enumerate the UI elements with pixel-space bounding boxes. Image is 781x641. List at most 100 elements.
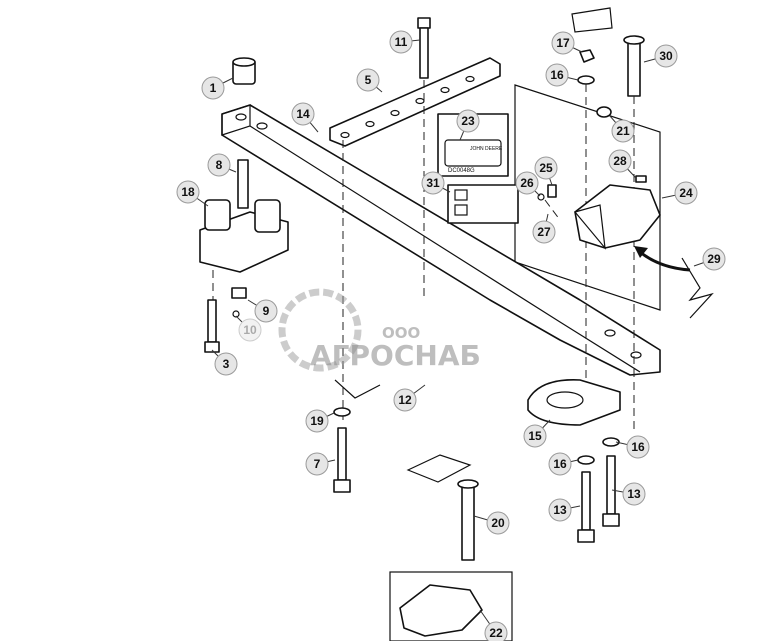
washer-16-right bbox=[602, 437, 620, 447]
callout-label: 19 bbox=[310, 414, 324, 428]
callout-20: 20 bbox=[473, 511, 510, 535]
callout-circle bbox=[456, 109, 480, 133]
callout-label: 14 bbox=[296, 107, 310, 121]
callout-1: 1 bbox=[201, 76, 234, 100]
drawbar bbox=[221, 104, 661, 376]
callout-13: 13 bbox=[611, 482, 646, 506]
callout-circle bbox=[305, 452, 329, 476]
inset-hitch-22 bbox=[389, 571, 513, 641]
callout-circle bbox=[356, 68, 380, 92]
callout-label: 16 bbox=[553, 457, 567, 471]
callout-15: 15 bbox=[523, 419, 551, 448]
callout-label: 18 bbox=[181, 185, 195, 199]
callout-label: 5 bbox=[365, 73, 372, 87]
bushing bbox=[232, 57, 256, 85]
callout-16: 16 bbox=[545, 63, 579, 87]
clip-21 bbox=[596, 106, 612, 118]
washer-16-left bbox=[577, 455, 595, 465]
callout-27: 27 bbox=[532, 213, 556, 244]
callout-label: 11 bbox=[395, 35, 408, 49]
callout-29: 29 bbox=[693, 247, 726, 271]
pin-25 bbox=[547, 184, 557, 198]
decal-code: DC0048G bbox=[448, 168, 475, 174]
callout-label: 28 bbox=[613, 154, 627, 168]
callout-circle bbox=[626, 435, 650, 459]
screw-28 bbox=[635, 175, 647, 183]
callout-circle bbox=[608, 149, 632, 173]
callout-label: 17 bbox=[556, 36, 570, 50]
callout-circle bbox=[389, 30, 413, 54]
callout-circle bbox=[551, 31, 575, 55]
bolt-13-left bbox=[577, 471, 595, 543]
callout-label: 9 bbox=[263, 304, 270, 318]
callout-14: 14 bbox=[291, 102, 319, 133]
decal-brand: JOHN DEERE bbox=[470, 146, 503, 152]
callout-circle bbox=[622, 482, 646, 506]
callout-circle bbox=[291, 102, 315, 126]
callout-9: 9 bbox=[247, 299, 278, 323]
bolt-3 bbox=[204, 299, 220, 353]
callout-31: 31 bbox=[421, 171, 451, 195]
callout-label: 7 bbox=[314, 457, 321, 471]
callout-21: 21 bbox=[609, 115, 635, 143]
callout-circle bbox=[486, 511, 510, 535]
callout-circle bbox=[548, 498, 572, 522]
callout-label: 24 bbox=[679, 186, 693, 200]
callout-circle bbox=[674, 181, 698, 205]
callout-circle bbox=[548, 452, 572, 476]
callout-label: 30 bbox=[659, 49, 673, 63]
callout-label: 29 bbox=[707, 252, 721, 266]
callout-label: 1 bbox=[210, 81, 217, 95]
callout-label: 13 bbox=[553, 503, 567, 517]
callout-label: 8 bbox=[216, 158, 223, 172]
callout-24: 24 bbox=[661, 181, 698, 205]
callout-label: 10 bbox=[243, 323, 257, 337]
clevis bbox=[527, 379, 621, 426]
callout-label: 20 bbox=[491, 516, 505, 530]
callout-label: 27 bbox=[537, 225, 551, 239]
callout-label: 16 bbox=[631, 440, 645, 454]
watermark-line1: ООО bbox=[382, 324, 420, 342]
callout-circle bbox=[201, 76, 225, 100]
hitch-jaw bbox=[573, 184, 661, 250]
callout-label: 26 bbox=[520, 176, 534, 190]
decal-31 bbox=[447, 184, 519, 224]
callout-17: 17 bbox=[551, 31, 583, 55]
watermark-line2: АГРОСНАБ bbox=[310, 339, 481, 372]
washer-19 bbox=[333, 407, 351, 417]
bolt-7 bbox=[333, 427, 351, 493]
callout-circle bbox=[207, 153, 231, 177]
bracket-12 bbox=[334, 379, 381, 399]
callout-label: 25 bbox=[539, 161, 553, 175]
callout-19: 19 bbox=[305, 409, 335, 433]
callout-circle bbox=[393, 388, 417, 412]
callout-label: 22 bbox=[489, 626, 503, 640]
callout-circle bbox=[532, 220, 556, 244]
callout-16: 16 bbox=[615, 435, 650, 459]
watermark-logo: ООО АГРОСНАБ bbox=[278, 288, 481, 372]
callout-10: 10 bbox=[235, 315, 262, 342]
callout-label: 16 bbox=[550, 68, 564, 82]
callout-23: 23 bbox=[456, 109, 480, 141]
callout-circle bbox=[515, 171, 539, 195]
callout-7: 7 bbox=[305, 452, 336, 476]
bolt-11 bbox=[417, 17, 431, 79]
callout-label: 3 bbox=[223, 357, 230, 371]
callout-30: 30 bbox=[643, 44, 678, 68]
callout-label: 23 bbox=[461, 114, 475, 128]
screw-10 bbox=[232, 310, 240, 318]
arrow-head-icon bbox=[634, 246, 648, 258]
clip-9 bbox=[231, 287, 247, 299]
callout-circle bbox=[305, 409, 329, 433]
callout-12: 12 bbox=[393, 384, 426, 412]
callout-13: 13 bbox=[548, 498, 581, 522]
callout-3: 3 bbox=[211, 349, 238, 376]
pin-8 bbox=[237, 159, 249, 209]
callout-8: 8 bbox=[207, 153, 237, 177]
washer-26 bbox=[537, 193, 545, 201]
callout-label: 21 bbox=[616, 124, 630, 138]
callout-11: 11 bbox=[389, 30, 421, 54]
callout-circle bbox=[238, 318, 262, 342]
callout-26: 26 bbox=[515, 171, 541, 197]
